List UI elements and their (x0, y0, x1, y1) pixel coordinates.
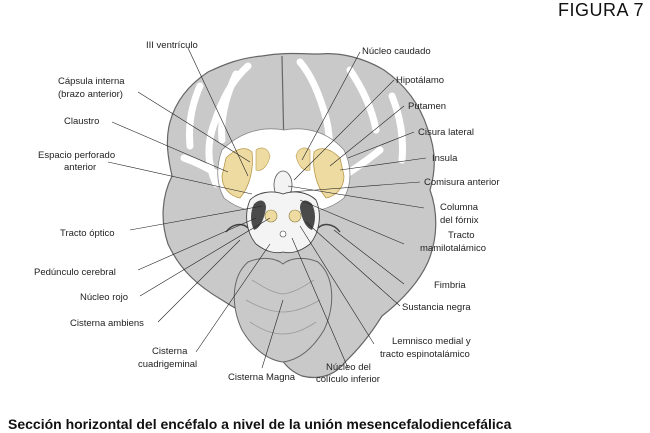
label-lemnisco-2: tracto espinotalámico (380, 349, 470, 360)
label-espacio-perforado-2: anterior (64, 162, 96, 173)
label-nucleo-caudado: Núcleo caudado (362, 46, 431, 57)
aqueduct (279, 230, 287, 238)
label-capsula-interna-2: (brazo anterior) (58, 89, 123, 100)
label-comisura-anterior: Comisura anterior (424, 177, 500, 188)
cerebral-peduncle-left (251, 200, 266, 230)
brain-section-diagram: III ventrículo Cápsula interna (brazo an… (34, 40, 500, 385)
cerebral-peduncle-right (300, 200, 315, 230)
label-cisterna-cuadrigeminal-1: Cisterna (152, 346, 188, 357)
label-cisterna-cuadrigeminal-2: cuadrigeminal (138, 359, 197, 370)
label-columna-fornix-2: del fórnix (440, 215, 479, 226)
cerebellum-folia (245, 279, 321, 335)
caudate-left (255, 147, 271, 171)
label-cisura-lateral: Cisura lateral (418, 127, 474, 138)
red-nucleus-right (288, 209, 302, 223)
leader-lines (107, 47, 427, 369)
label-lemnisco-1: Lemnisco medial y (392, 336, 471, 347)
label-nucleo-coliculo-1: Núcleo del (326, 362, 371, 373)
labels: III ventrículo Cápsula interna (brazo an… (34, 40, 500, 385)
label-cisterna-ambiens: Cisterna ambiens (70, 318, 144, 329)
label-tracto-mamilo-1: Tracto (448, 230, 475, 241)
label-nucleo-coliculo-2: colículo inferior (316, 374, 380, 385)
gyri-right (296, 58, 406, 184)
label-tracto-mamilo-2: mamilotalámico (420, 243, 486, 254)
label-iii-ventriculo: III ventrículo (146, 40, 198, 51)
label-hipotalamo: Hipotálamo (396, 75, 444, 86)
figure-caption: Sección horizontal del encéfalo a nivel … (8, 416, 512, 432)
label-pedunculo-cerebral: Pedúnculo cerebral (34, 267, 116, 278)
label-capsula-interna-1: Cápsula interna (58, 76, 125, 87)
label-nucleo-rojo: Núcleo rojo (80, 292, 128, 303)
figure-label: FIGURA 7 (557, 0, 644, 20)
label-columna-fornix-1: Columna (440, 202, 479, 213)
fimbria-right (317, 223, 341, 233)
caudate-right (295, 147, 311, 171)
brain-illustration (162, 52, 437, 379)
label-tracto-optico: Tracto óptico (60, 228, 115, 239)
label-sustancia-negra: Sustancia negra (402, 302, 471, 313)
label-claustro: Claustro (64, 116, 99, 127)
label-insula: Insula (432, 153, 458, 164)
gyri-left (180, 62, 252, 188)
label-putamen: Putamen (408, 101, 446, 112)
label-espacio-perforado-1: Espacio perforado (38, 150, 115, 161)
label-fimbria: Fimbria (434, 280, 466, 291)
label-cisterna-magna: Cisterna Magna (228, 372, 296, 383)
